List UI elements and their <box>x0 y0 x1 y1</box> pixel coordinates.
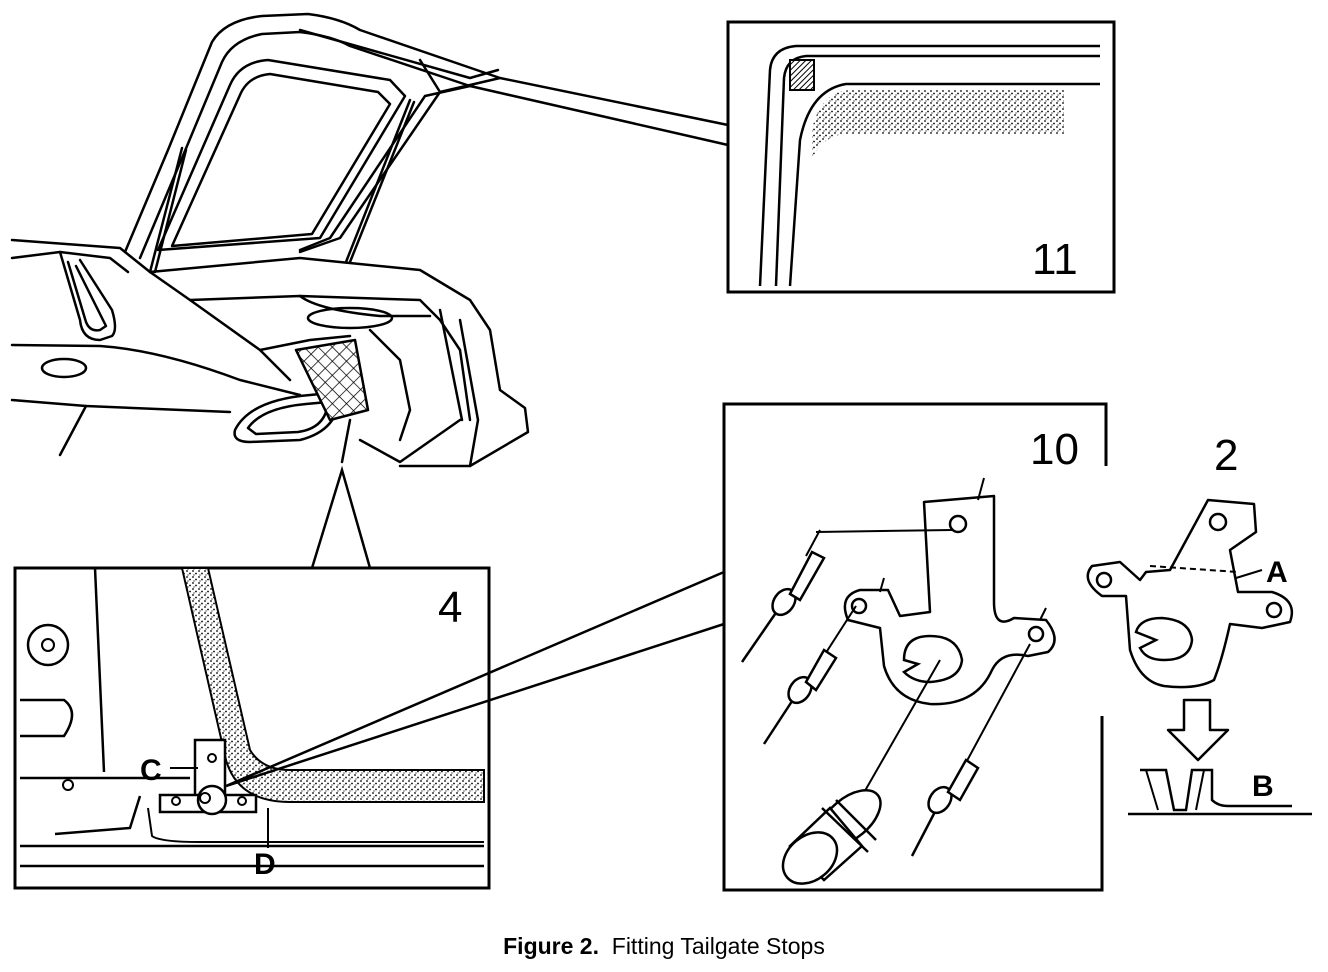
callout-B: B <box>1252 770 1274 803</box>
figure-caption: Figure 2. Fitting Tailgate Stops <box>0 933 1328 960</box>
panel-4-label: 4 <box>438 583 462 632</box>
figure-title: Fitting Tailgate Stops <box>611 933 825 959</box>
panel-11-label: 11 <box>1032 235 1078 284</box>
figure-number: Figure 2. <box>503 933 599 959</box>
detail-2: 2 A B <box>1086 431 1312 816</box>
panel-2-label: 2 <box>1214 431 1238 480</box>
detail-box-4: C D 4 <box>13 465 491 890</box>
panel-10-label: 10 <box>1030 425 1079 474</box>
callout-A: A <box>1266 556 1288 589</box>
callout-D: D <box>254 848 276 881</box>
car-rear-illustration <box>10 12 530 468</box>
detail-box-11: 11 <box>469 20 1116 294</box>
detail-box-10: 10 <box>722 402 1108 892</box>
callout-C: C <box>140 754 162 787</box>
